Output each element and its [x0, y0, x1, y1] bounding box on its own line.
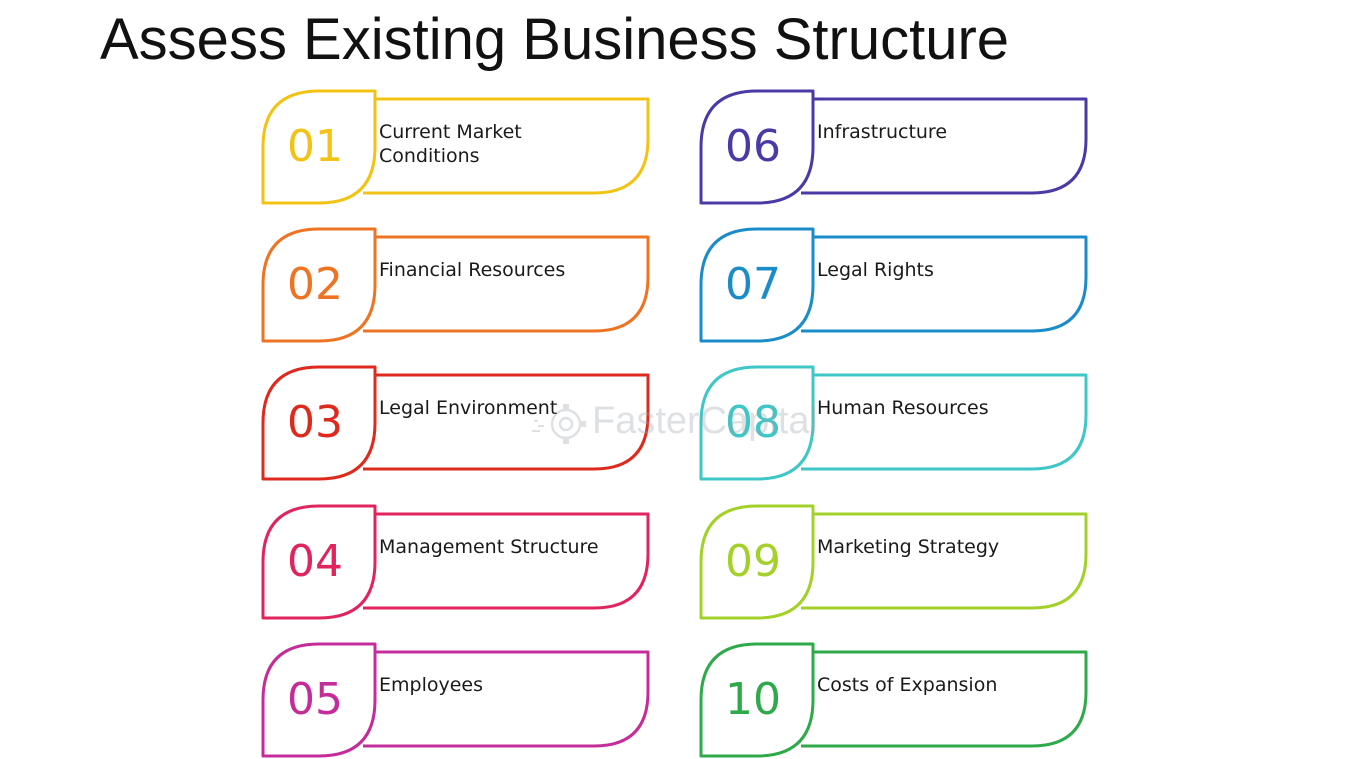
item-leaf — [699, 504, 815, 620]
item-number: 08 — [725, 397, 781, 448]
item-leaf — [699, 642, 815, 758]
item-label-line: Management Structure — [379, 536, 599, 558]
item-03: 03 — [261, 365, 650, 481]
item-09: 09 — [699, 504, 1088, 620]
item-04: 04 — [261, 504, 650, 620]
item-number: 07 — [725, 259, 781, 310]
item-label-line: Legal Rights — [817, 259, 934, 281]
item-05: 05 — [261, 642, 650, 758]
item-banner — [363, 373, 650, 471]
item-leaf — [699, 89, 815, 205]
item-banner — [363, 235, 650, 333]
item-label: Employees — [379, 673, 483, 697]
item-label-line: Employees — [379, 674, 483, 696]
item-label: Costs of Expansion — [817, 673, 997, 697]
item-number: 03 — [287, 397, 343, 448]
item-02: 02 — [261, 227, 650, 343]
item-banner — [801, 512, 1088, 610]
item-label-line: Current Market — [379, 121, 522, 143]
item-number: 06 — [725, 121, 781, 172]
item-06: 06 — [699, 89, 1088, 205]
item-number: 10 — [725, 674, 781, 725]
item-label: Legal Rights — [817, 258, 934, 282]
item-banner — [363, 512, 650, 610]
item-number: 01 — [287, 121, 343, 172]
item-leaf — [261, 89, 377, 205]
item-label: Marketing Strategy — [817, 535, 999, 559]
item-number: 09 — [725, 536, 781, 587]
item-banner — [801, 373, 1088, 471]
page-title: Assess Existing Business Structure — [100, 7, 1010, 72]
item-leaf — [699, 365, 815, 481]
item-banner — [801, 235, 1088, 333]
item-label: Legal Environment — [379, 396, 557, 420]
item-label-line: Human Resources — [817, 397, 989, 419]
item-banner — [363, 97, 650, 195]
item-label-line: Marketing Strategy — [817, 536, 1000, 558]
item-label: Management Structure — [379, 535, 599, 559]
item-label-line: Legal Environment — [379, 397, 558, 419]
item-01: 01 — [261, 89, 650, 205]
item-label: Financial Resources — [379, 258, 565, 282]
item-label: Human Resources — [817, 396, 989, 420]
item-banner — [801, 97, 1088, 195]
item-leaf — [261, 504, 377, 620]
item-label-line: Financial Resources — [379, 259, 566, 281]
item-banner — [363, 650, 650, 748]
item-07: 07 — [699, 227, 1088, 343]
item-leaf — [261, 365, 377, 481]
item-leaf — [261, 642, 377, 758]
item-number: 04 — [287, 536, 343, 587]
item-leaf — [699, 227, 815, 343]
item-label-line: Costs of Expansion — [817, 674, 998, 696]
item-number: 02 — [287, 259, 343, 310]
item-number: 05 — [287, 674, 343, 725]
item-08: 08 — [699, 365, 1088, 481]
item-leaf — [261, 227, 377, 343]
item-banner — [801, 650, 1088, 748]
item-label-line: Conditions — [379, 145, 480, 167]
item-label-line: Infrastructure — [817, 121, 948, 143]
item-label: Infrastructure — [817, 120, 947, 144]
item-10: 10 — [699, 642, 1088, 758]
